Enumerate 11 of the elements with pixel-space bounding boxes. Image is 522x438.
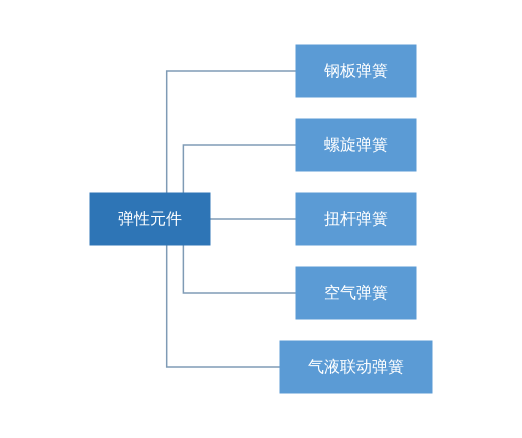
connector xyxy=(182,245,296,294)
connector xyxy=(166,70,296,193)
node-box: 气液联动弹簧 xyxy=(280,340,432,394)
node-box: 弹性元件 xyxy=(90,192,210,246)
connector xyxy=(166,245,280,368)
connector xyxy=(182,144,296,193)
node-box: 空气弹簧 xyxy=(296,266,416,320)
connector xyxy=(209,218,296,220)
node-box: 钢板弹簧 xyxy=(296,44,416,98)
node-box: 螺旋弹簧 xyxy=(296,118,416,172)
node-box: 扭杆弹簧 xyxy=(296,192,416,246)
